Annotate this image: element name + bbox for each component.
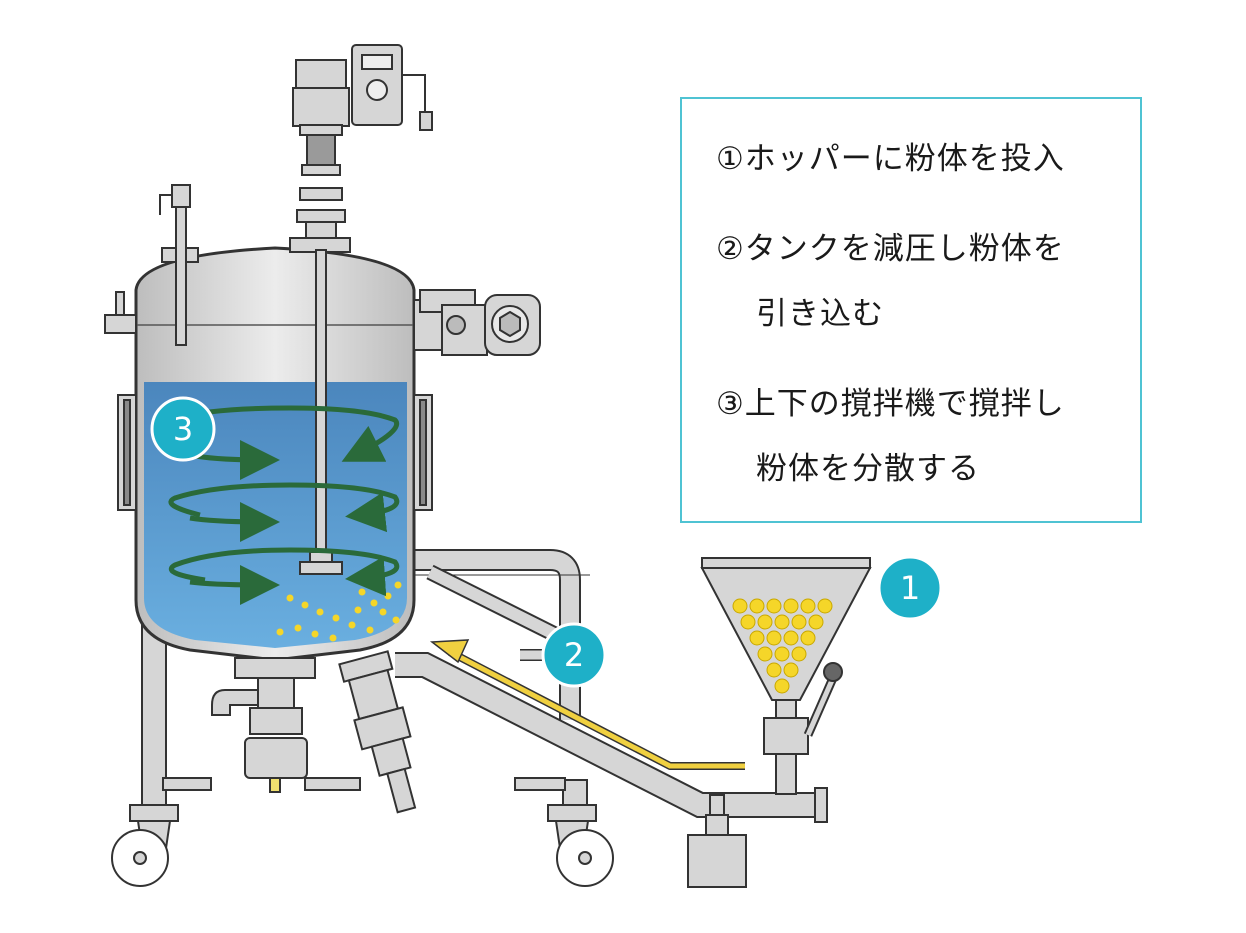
side-mixer-motor: [413, 289, 541, 356]
badge-suction: 2: [541, 622, 607, 688]
badge-mixing: 3: [150, 396, 216, 462]
step-2-line-2: 引き込む: [756, 296, 884, 332]
bottom-outlet: [211, 657, 316, 793]
suction-flow-arrow: [429, 639, 745, 770]
process-steps-box: ①ホッパーに粉体を投入 ②タンクを減圧し粉体を 引き込む ③上下の撹拌機で撹拌し…: [680, 97, 1142, 523]
svg-text:1: 1: [900, 569, 920, 607]
step-3-line-2: 粉体を分散する: [756, 451, 980, 487]
suction-valve: [338, 650, 417, 814]
svg-text:3: 3: [173, 410, 193, 448]
sight-glass-left: [117, 394, 137, 511]
level-gauge: [159, 184, 199, 346]
badge-hopper: 1: [877, 555, 943, 621]
support-frame: [415, 549, 600, 720]
step-2-line-1: ②タンクを減圧し粉体を: [716, 231, 1065, 267]
svg-text:2: 2: [564, 636, 584, 674]
hopper-powder: [732, 598, 833, 694]
caster-right: [547, 804, 614, 887]
suction-pipe: [395, 652, 828, 823]
mixer-shaft: [299, 249, 343, 575]
sight-glass-right: [413, 394, 433, 511]
bracket-left: [104, 291, 137, 334]
step-1-line-1: ①ホッパーに粉体を投入: [716, 141, 1065, 177]
caster-left: [111, 804, 179, 887]
step-3-line-1: ③上下の撹拌機で撹拌し: [716, 386, 1065, 422]
top-mixer-motor: [289, 44, 433, 253]
